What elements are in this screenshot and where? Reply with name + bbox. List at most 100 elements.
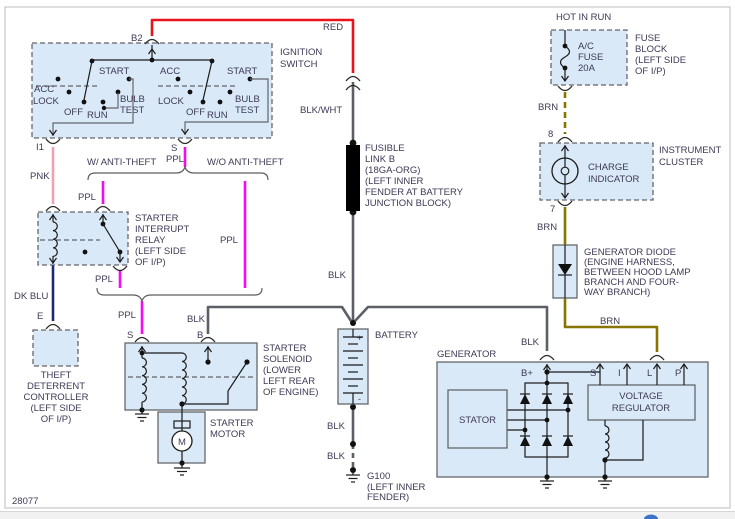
theft-deterrent-controller: DK BLU E THEFT DETERRENT CONTROLLER (LEF… [14,291,89,425]
relay-label: OF I/P) [135,257,166,268]
wire-label-ppl: PPL [166,154,184,165]
s-terminal-icon [177,138,193,145]
ground-icon [598,477,612,489]
generator-title: GENERATOR [437,349,496,360]
arrow-down-icon [116,256,124,264]
wire-label-blk: BLK [327,421,346,432]
relay-switch-arm [102,223,121,253]
relay-coil-icon [52,221,58,257]
relay-label: (LEFT SIDE [135,246,186,257]
generator: GENERATOR BLK B+ [436,337,709,489]
solenoid-s-terminal-icon [134,336,150,343]
junction-dot [350,404,356,410]
fuse-block-label: (LEFT SIDE [635,55,686,66]
solenoid-coil-icon [181,352,187,405]
i1-terminal-icon [45,138,61,145]
wire-label-ppl: PPL [118,310,136,321]
position-acc: ACC [34,84,54,95]
battery-minus: - [358,394,361,404]
theft-label: DETERRENT [27,381,85,392]
voltage-regulator-label: VOLTAGE [619,391,662,402]
battery-label: BATTERY [375,330,419,341]
arrow-up-icon [596,362,604,370]
wire-label-brn: BRN [537,222,557,233]
solenoid-label: OF ENGINE) [263,387,318,398]
wire-label-brn: BRN [600,316,620,327]
e-terminal-label: E [37,311,43,322]
ignition-switch-label: SWITCH [280,59,318,70]
arrow-up-icon [148,47,156,55]
terminal-7-icon [557,200,573,207]
g100-label: G100 [367,471,390,482]
bplus-label: B+ [521,368,533,379]
wire-label-ppl: PPL [95,274,113,285]
arrow-down-icon [49,129,57,137]
relay-switch-terminal-icon [95,205,111,212]
terminal-i-label: I [618,368,621,379]
fuse-label: 20A [578,63,596,74]
terminal-p-label: P [675,368,681,379]
fusible-link-label: (LEFT INNER [365,176,424,187]
rectifier-bridge [507,380,573,458]
branch-label-with-antitheft: W/ ANTI-THEFT [87,157,156,168]
battery: + - BATTERY [337,328,419,405]
wire-label-red: RED [323,22,343,33]
fusible-link-label: FENDER AT BATTERY [365,187,464,198]
voltage-regulator-box [587,384,696,421]
arrow-down-icon [561,75,569,83]
arrow-down-icon [49,257,57,265]
ground-icon [174,463,190,476]
generator-diode-label: GENERATOR DIODE [584,247,676,258]
hot-in-run-label: HOT IN RUN [556,12,611,23]
ignition-left-gang: ACC LOCK OFF RUN START BULB TEST [33,58,145,137]
inline-connector-icon [345,75,361,91]
regulator-terminals: S I L P [590,362,688,385]
charge-indicator-label: INDICATOR [588,174,640,185]
branch-label-without-antitheft: W/O ANTI-THEFT [207,157,284,168]
fuse-label: A/C [578,41,594,52]
relay-out-terminal-icon [112,265,128,272]
relay-box [37,211,129,266]
stator-box [447,389,508,449]
position-test: TEST [235,105,259,116]
position-bulb: BULB [235,94,260,105]
wire-label-ppl: PPL [78,192,96,203]
solenoid-label: STARTER [263,343,307,354]
motor-brush-icon [173,420,191,429]
e-terminal-icon [45,323,61,330]
wire-label-blk: BLK [327,451,346,462]
fusible-link-label: LINK B [365,154,395,165]
theft-label: OF I/P) [41,414,72,425]
position-off: OFF [64,107,83,118]
generator-diode: GENERATOR DIODE (ENGINE HARNESS, BETWEEN… [552,244,691,299]
position-start: START [99,66,129,77]
red-wire [150,18,355,73]
fusible-link: FUSIBLE LINK B (18GA-ORG) (LEFT INNER FE… [346,143,464,211]
diode-icon [558,264,572,275]
solenoid-b-terminal-icon [200,336,216,343]
arrow-down-icon [561,192,569,200]
wire-label-blk: BLK [328,270,347,281]
starter-solenoid: S BLK B STARTER SOLENOID (LOWER [124,314,318,422]
position-test: TEST [120,105,144,116]
fuse-block-label: OF I/P) [635,66,666,77]
terminal-s-label: S [590,368,596,379]
junction-dot [350,320,356,326]
arrow-up-icon [680,362,688,370]
starter-motor: M STARTER MOTOR [157,404,254,476]
switch-routing [184,78,269,135]
ground-icon [540,477,554,489]
s-terminal-label: S [171,143,177,154]
bplus-terminal-icon [539,354,555,361]
fuse-block-label: BLOCK [635,44,668,55]
starter-motor-label: MOTOR [210,429,245,440]
relay-label: STARTER [135,213,179,224]
split-brace [87,165,269,181]
brn-wire-diode-generator [563,298,659,352]
i1-terminal-label: I1 [36,142,44,153]
battery-plus: + [357,333,362,343]
arrow-up-icon [623,362,631,370]
field-coil [602,420,644,477]
junction-dot [349,139,357,147]
